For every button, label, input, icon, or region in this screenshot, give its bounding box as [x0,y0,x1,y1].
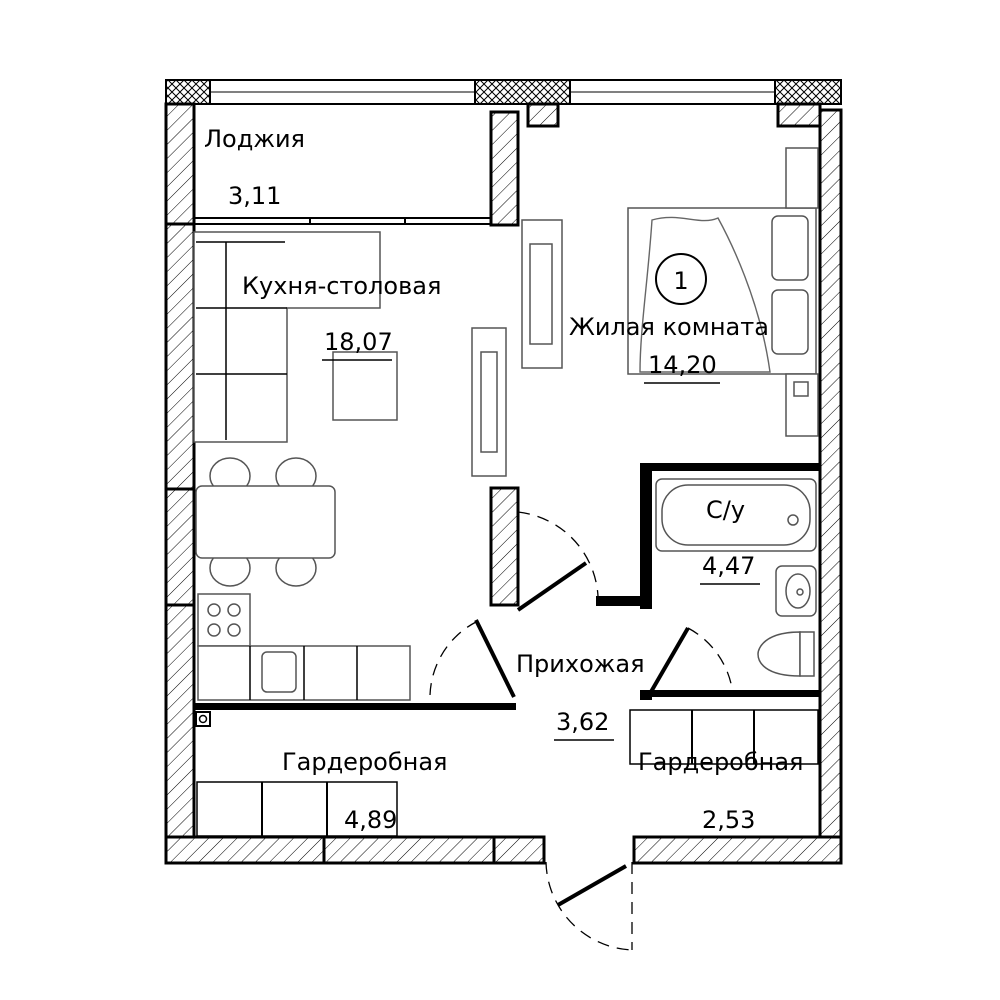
coffee-table [332,351,398,421]
wardrobe-shelves [196,709,819,837]
wall-bottom-mid [322,835,496,865]
walls [164,102,843,865]
doors [429,511,734,951]
wall-bath-left [640,463,652,609]
room-marker: 1 [673,267,688,295]
door-leaf [516,561,588,612]
wardrobe-left-name: Гардеробная [282,748,448,776]
riser [195,711,211,727]
wall-bath-top [640,463,820,471]
wall-bath-stub [596,596,650,606]
stove [197,593,251,647]
bathroom-fixtures [655,478,817,677]
wall-center-lower [489,486,520,607]
wardrobe-right-name: Гардеробная [638,748,804,776]
wall-kitchen-bottom [194,703,516,710]
living-area: 14,20 [648,351,717,379]
sink [261,651,297,693]
wall-right [818,108,843,839]
bathroom-area: 4,47 [702,552,755,580]
wall-bath-bottom [652,690,820,697]
wall-center-top [489,110,520,227]
pillow [771,289,809,355]
living-name: Жилая комната [569,313,769,341]
wall-left-window [164,487,196,607]
door-arc [517,511,599,597]
bathroom-name: С/у [706,496,745,524]
wall-left-upper [164,222,196,491]
toilet [757,631,801,677]
wall-bottom-left [164,835,326,865]
dining-table [195,485,336,559]
wall-left-lower [164,603,196,839]
hallway-area: 3,62 [556,708,609,736]
living-furniture [521,147,819,437]
tv [480,351,498,453]
room-marker-circle [655,253,707,305]
wall-bottom-door-left [492,835,546,865]
kitchen-furniture [193,231,507,727]
loggia-parapet [165,79,842,128]
kitchen-name: Кухня-столовая [242,272,441,300]
nightstand [785,147,819,209]
wall-bottom-right [632,835,843,865]
wall-loggia-left [164,102,196,226]
kitchen-area: 18,07 [324,328,393,356]
wardrobe-left-area: 4,89 [344,806,397,834]
loggia-name: Лоджия [204,125,305,153]
pillow [771,215,809,281]
hallway-name: Прихожая [516,650,645,678]
wardrobe-right-area: 2,53 [702,806,755,834]
loggia-area: 3,11 [228,182,281,210]
loggia-sliding-door [194,217,491,225]
